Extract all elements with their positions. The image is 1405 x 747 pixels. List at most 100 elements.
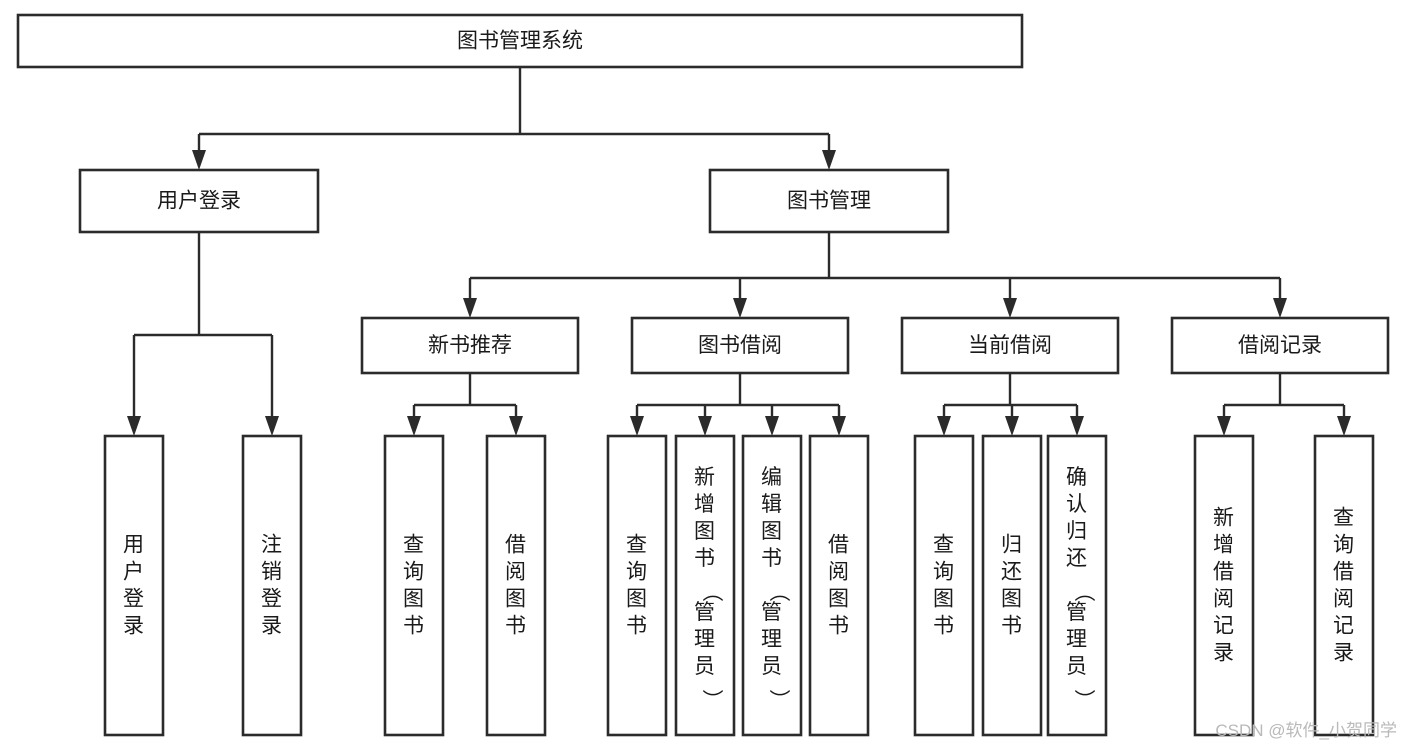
svg-text:还: 还 (1001, 561, 1023, 584)
node-box-leaf-query-book-3[interactable] (913, 434, 975, 737)
node-box-leaf-edit-book[interactable] (741, 434, 803, 737)
connector-arrow-icon (463, 298, 477, 318)
node-box-current-borrow[interactable] (900, 316, 1120, 375)
node-box-leaf-query-book-2[interactable] (606, 434, 668, 737)
node-box-user-login[interactable] (78, 168, 320, 234)
svg-text:图: 图 (505, 588, 527, 611)
node-box-root[interactable] (16, 13, 1024, 69)
svg-text:阅: 阅 (828, 561, 850, 584)
node-box-leaf-user-login[interactable] (103, 434, 165, 737)
labels-layer: 图书管理系统用户登录图书管理新书推荐图书借阅当前借阅借阅记录用户登录注销登录查询… (123, 30, 1355, 711)
node-box-leaf-user-logout[interactable] (241, 434, 303, 737)
svg-text:询: 询 (626, 561, 648, 584)
svg-text:书: 书 (933, 615, 955, 638)
svg-text:图: 图 (933, 588, 955, 611)
svg-text:辑: 辑 (761, 493, 783, 516)
node-box-leaf-confirm-return[interactable] (1046, 434, 1108, 737)
svg-text:记: 记 (1333, 615, 1355, 638)
svg-text:归: 归 (1001, 534, 1023, 557)
svg-text:管: 管 (761, 601, 783, 624)
connector-arrow-icon (1003, 298, 1017, 318)
svg-text:借: 借 (1333, 561, 1355, 584)
node-box-leaf-borrow-book-2[interactable] (808, 434, 870, 737)
svg-text:书: 书 (761, 547, 783, 570)
node-box-borrow-record[interactable] (1170, 316, 1390, 375)
svg-text:录: 录 (1213, 642, 1235, 665)
connector-group-bus-currentborrow (942, 373, 1079, 416)
connectors-layer (127, 67, 1351, 436)
connector-arrow-icon (1273, 298, 1287, 318)
svg-text:书: 书 (403, 615, 425, 638)
svg-text:询: 询 (933, 561, 955, 584)
svg-text:）: ） (1072, 689, 1095, 711)
svg-text:书: 书 (828, 615, 850, 638)
svg-text:编: 编 (761, 466, 783, 489)
svg-text:借: 借 (828, 534, 850, 557)
node-box-leaf-return-book[interactable] (981, 434, 1043, 737)
connector-arrow-icon (698, 416, 712, 436)
svg-text:查: 查 (403, 534, 425, 557)
node-box-leaf-add-book[interactable] (674, 434, 736, 737)
connector-arrow-icon (1005, 416, 1019, 436)
svg-text:）: ） (767, 689, 790, 711)
svg-text:询: 询 (1333, 534, 1355, 557)
connector-arrow-icon (192, 150, 206, 170)
node-label-leaf-user-login: 用户登录 (123, 534, 145, 638)
connector-arrow-icon (832, 416, 846, 436)
svg-text:查: 查 (933, 534, 955, 557)
node-box-leaf-borrow-book-1[interactable] (485, 434, 547, 737)
svg-text:新: 新 (694, 466, 716, 489)
node-box-leaf-add-record[interactable] (1193, 434, 1255, 737)
node-label-borrow-record: 借阅记录 (1238, 334, 1322, 357)
svg-text:户: 户 (123, 561, 145, 584)
svg-text:图: 图 (828, 588, 850, 611)
connector-arrow-icon (765, 416, 779, 436)
svg-text:阅: 阅 (505, 561, 527, 584)
svg-text:图: 图 (694, 520, 716, 543)
svg-text:书: 书 (626, 615, 648, 638)
node-box-leaf-query-book-1[interactable] (383, 434, 445, 737)
svg-text:图: 图 (626, 588, 648, 611)
connector-group-bus-bookborrow (635, 373, 841, 416)
svg-text:图: 图 (1001, 588, 1023, 611)
node-box-leaf-query-record[interactable] (1313, 434, 1375, 737)
svg-text:销: 销 (261, 561, 283, 584)
node-label-new-book-rec: 新书推荐 (428, 334, 512, 357)
node-label-root: 图书管理系统 (457, 30, 583, 53)
svg-text:理: 理 (1066, 628, 1088, 651)
connector-arrow-icon (127, 416, 141, 436)
svg-text:管: 管 (694, 601, 716, 624)
node-label-current-borrow: 当前借阅 (968, 334, 1052, 357)
svg-text:记: 记 (1213, 615, 1235, 638)
svg-text:理: 理 (761, 628, 783, 651)
svg-text:）: ） (700, 689, 723, 711)
node-box-new-book-rec[interactable] (360, 316, 580, 375)
connector-group-bus-root (197, 67, 831, 150)
node-box-book-borrow[interactable] (630, 316, 850, 375)
connector-arrow-icon (630, 416, 644, 436)
svg-text:登: 登 (123, 588, 145, 611)
svg-text:员: 员 (1066, 655, 1088, 678)
connector-arrow-icon (937, 416, 951, 436)
node-box-book-manage[interactable] (708, 168, 950, 234)
svg-text:归: 归 (1066, 520, 1088, 543)
svg-text:新: 新 (1213, 507, 1235, 530)
svg-text:理: 理 (694, 628, 716, 651)
node-label-book-manage: 图书管理 (787, 190, 871, 213)
node-label-user-login: 用户登录 (157, 190, 241, 213)
svg-text:员: 员 (694, 655, 716, 678)
svg-text:查: 查 (626, 534, 648, 557)
svg-text:询: 询 (403, 561, 425, 584)
svg-text:书: 书 (694, 547, 716, 570)
connector-arrow-icon (733, 298, 747, 318)
connector-arrow-icon (822, 150, 836, 170)
svg-text:查: 查 (1333, 507, 1355, 530)
